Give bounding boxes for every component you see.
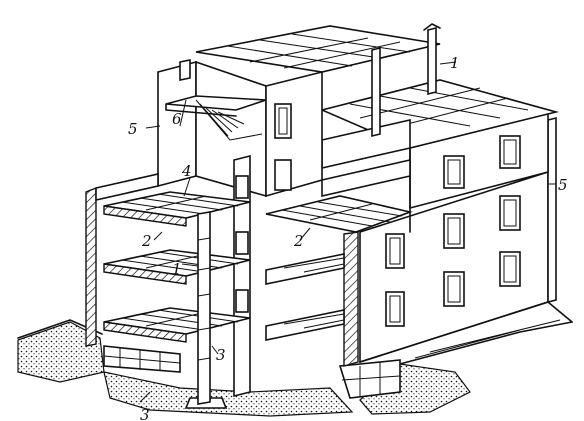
left-wing xyxy=(85,172,159,347)
callout-5-wall-left: 5 xyxy=(128,120,138,138)
columns xyxy=(197,23,441,405)
callout-1-column-lower: 1 xyxy=(172,260,182,278)
callout-2-beam-right: 2 xyxy=(293,232,304,250)
callout-3-column-base: 3 xyxy=(216,346,226,364)
window xyxy=(385,233,405,269)
window xyxy=(499,135,521,169)
window xyxy=(385,291,405,327)
window xyxy=(499,195,521,231)
leader-lines xyxy=(139,61,556,403)
window xyxy=(443,213,465,249)
window xyxy=(499,251,521,287)
window xyxy=(443,155,465,189)
callout-4-floor-slab: 4 xyxy=(181,162,192,180)
foundation xyxy=(103,345,401,409)
callout-1-column: 1 xyxy=(450,54,460,72)
stair-core xyxy=(157,59,323,398)
callout-3-footing: 3 xyxy=(140,406,150,421)
window xyxy=(443,271,465,307)
callouts: 1 1 2 2 3 3 4 5 5 6 xyxy=(128,54,568,421)
callout-5-wall-right: 5 xyxy=(558,176,568,194)
callout-6-stair: 6 xyxy=(172,110,182,128)
left-slabs xyxy=(103,191,251,343)
facade-windows xyxy=(385,135,521,327)
callout-2-beam-left: 2 xyxy=(141,232,152,250)
right-slabs xyxy=(265,158,413,367)
